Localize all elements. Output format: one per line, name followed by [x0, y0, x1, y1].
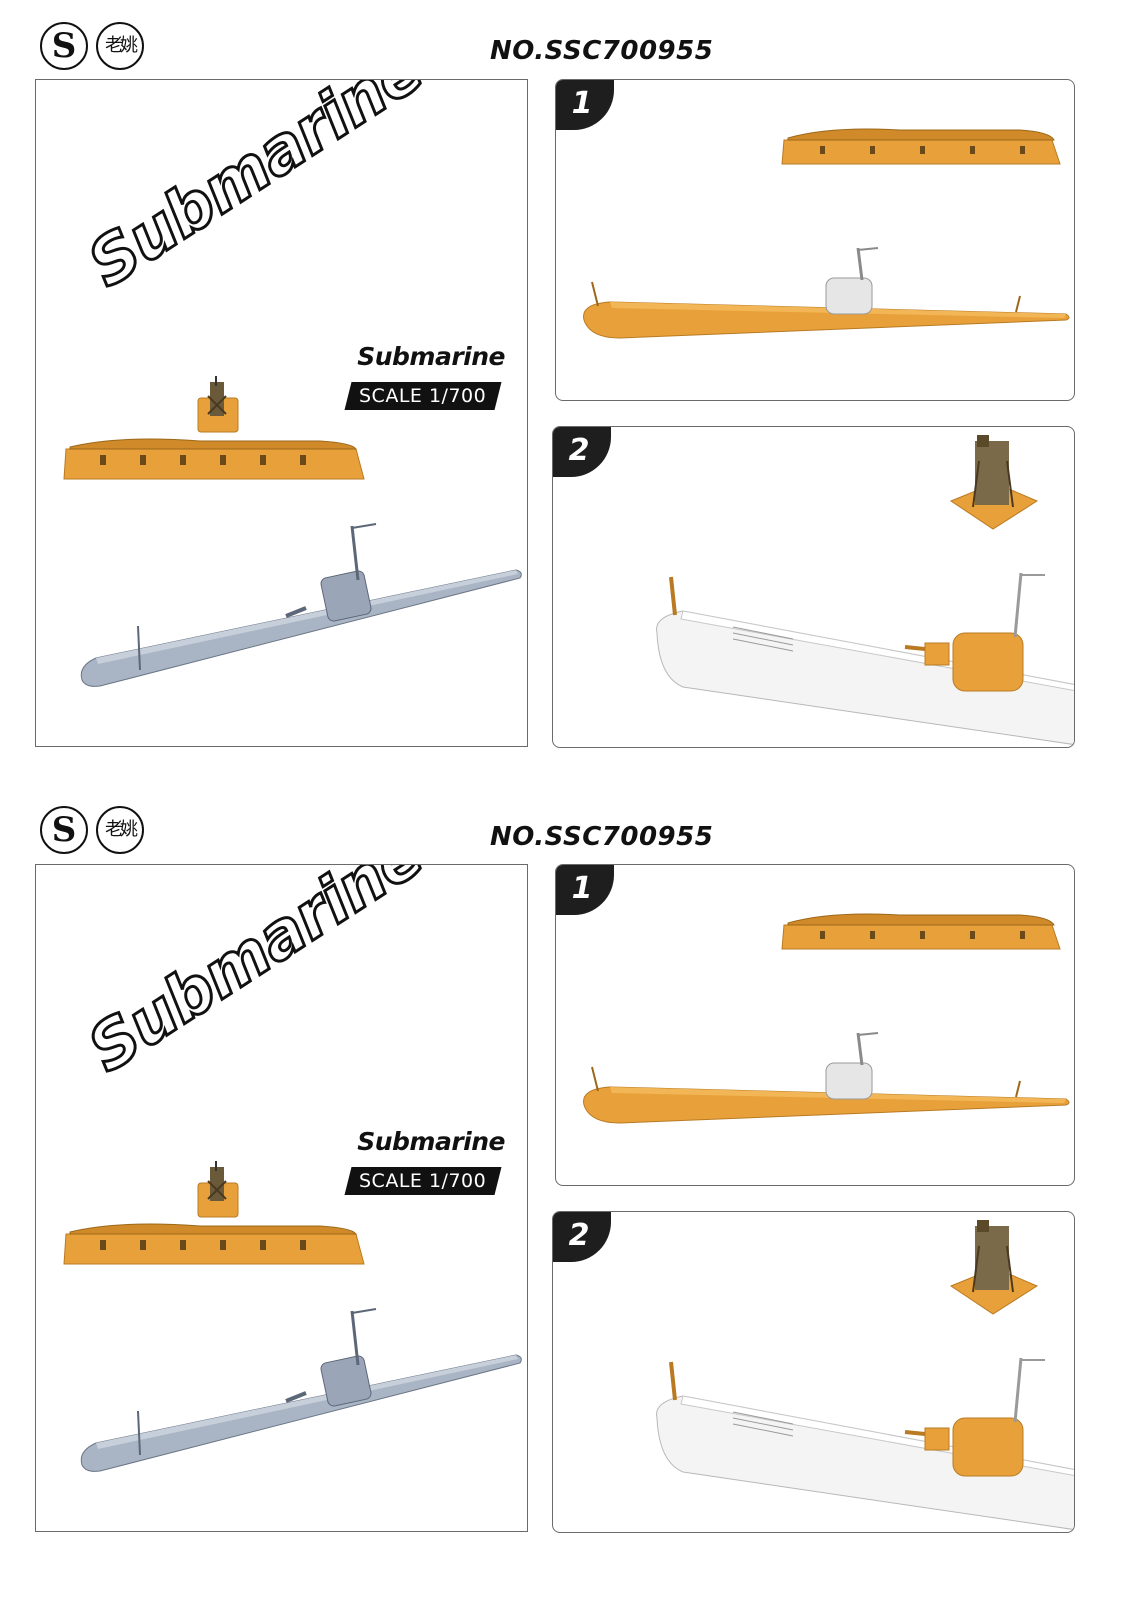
step-badge: 2 — [553, 1212, 611, 1262]
conning-tower-part-image — [949, 1220, 1039, 1315]
scale-badge: SCALE 1/700 — [344, 1167, 502, 1195]
orange-submarine-assembly-image — [583, 1032, 1070, 1124]
cover-big-title: Submarine — [74, 79, 437, 304]
instruction-sheet-2: S 老姚 NO.SSC700955 Submarine Submarine SC… — [0, 786, 1131, 1576]
submarine-closeup-render-image — [656, 1357, 1074, 1531]
resin-hull-part-image — [781, 128, 1061, 165]
product-code: NO.SSC700955 — [490, 36, 714, 66]
product-name: Submarine — [357, 1127, 505, 1156]
cover-panel: Submarine Submarine SCALE 1/700 — [35, 864, 528, 1532]
product-code: NO.SSC700955 — [490, 822, 714, 852]
step-badge: 1 — [556, 80, 614, 130]
scale-label: SCALE 1/700 — [359, 1170, 487, 1192]
resin-hull-part-image — [781, 913, 1061, 950]
step-badge: 1 — [556, 865, 614, 915]
conning-tower-part-image — [197, 376, 239, 433]
laoyao-seal-logo-icon: 老姚 — [96, 806, 144, 854]
scale-label: SCALE 1/700 — [359, 385, 487, 407]
conning-tower-part-image — [197, 1161, 239, 1218]
step-2-panel: 2 — [552, 426, 1075, 748]
step-1-panel: 1 — [555, 864, 1075, 1186]
submarine-closeup-render-image — [656, 572, 1074, 746]
step-1-panel: 1 — [555, 79, 1075, 401]
step-badge: 2 — [553, 427, 611, 477]
cover-panel: Submarine Submarine SCALE 1/700 — [35, 79, 528, 747]
brand-s-logo-icon: S — [40, 22, 88, 70]
conning-tower-part-image — [949, 435, 1039, 530]
resin-hull-part-image — [63, 438, 365, 480]
scale-badge: SCALE 1/700 — [344, 382, 502, 410]
cover-big-title: Submarine — [74, 864, 437, 1089]
laoyao-seal-logo-icon: 老姚 — [96, 22, 144, 70]
resin-hull-part-image — [63, 1223, 365, 1265]
instruction-sheet-1: S 老姚 NO.SSC700955 Submarine Submarine SC… — [0, 0, 1131, 790]
brand-s-logo-icon: S — [40, 806, 88, 854]
grey-submarine-model-image — [80, 1308, 522, 1472]
step-2-panel: 2 — [552, 1211, 1075, 1533]
orange-submarine-assembly-image — [583, 247, 1070, 339]
product-name: Submarine — [357, 342, 505, 371]
grey-submarine-model-image — [80, 523, 522, 687]
